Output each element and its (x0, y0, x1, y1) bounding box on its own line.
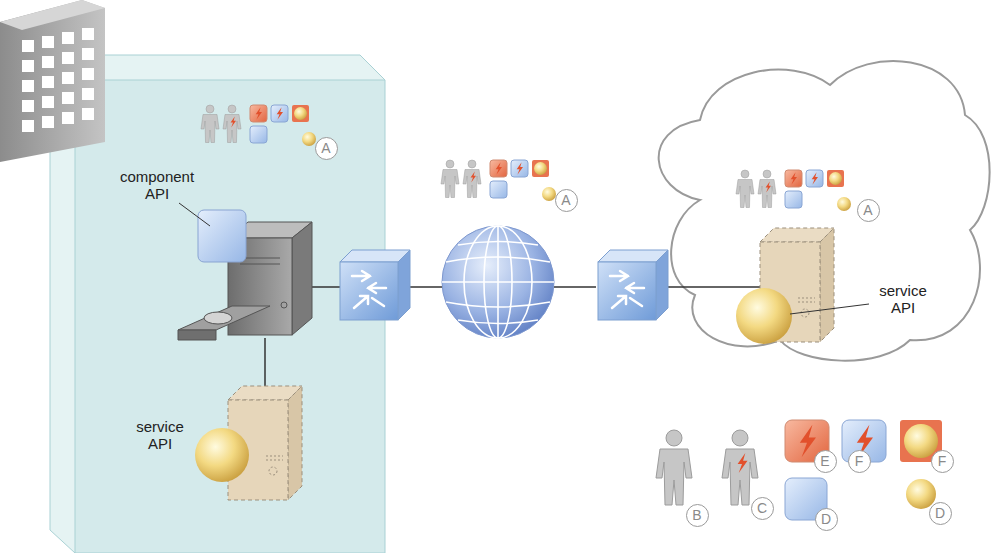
building-window (22, 60, 34, 72)
building-window (42, 96, 54, 108)
building-window (82, 88, 94, 100)
building-window (42, 56, 54, 68)
building-window (62, 52, 74, 64)
callout-letter: B (692, 508, 701, 522)
callout-circle: F (848, 450, 871, 473)
api-label: component API (111, 168, 203, 202)
callout-letter: F (938, 454, 947, 468)
building-window (82, 28, 94, 40)
callout-letter: A (321, 141, 330, 155)
building-window (62, 32, 74, 44)
callout-circle: E (814, 450, 837, 473)
callout-circle: D (929, 502, 952, 525)
callout-letter: A (561, 193, 570, 207)
callout-circle: C (751, 497, 774, 520)
api-label: service API (867, 282, 939, 316)
building-window (82, 68, 94, 80)
building-window (62, 72, 74, 84)
building-window (42, 36, 54, 48)
callout-letter: E (820, 454, 829, 468)
callout-circle: A (857, 199, 880, 222)
building-window (42, 116, 54, 128)
callout-circle: B (686, 504, 709, 527)
building-window (22, 100, 34, 112)
callout-letter: A (863, 203, 872, 217)
callout-letter: C (757, 501, 767, 515)
callout-circle: F (931, 450, 954, 473)
api-label: service API (124, 418, 196, 452)
building-window (22, 120, 34, 132)
building-window (82, 48, 94, 60)
callout-circle: D (815, 508, 838, 531)
callout-circle: A (555, 189, 578, 212)
building-window (42, 76, 54, 88)
building-window (62, 92, 74, 104)
building-window (82, 108, 94, 120)
callout-letter: D (935, 506, 945, 520)
building-window (22, 40, 34, 52)
building-window (22, 80, 34, 92)
callout-circle: A (315, 137, 338, 160)
callout-letter: D (821, 512, 831, 526)
building-window (62, 112, 74, 124)
callout-letter: F (855, 454, 864, 468)
